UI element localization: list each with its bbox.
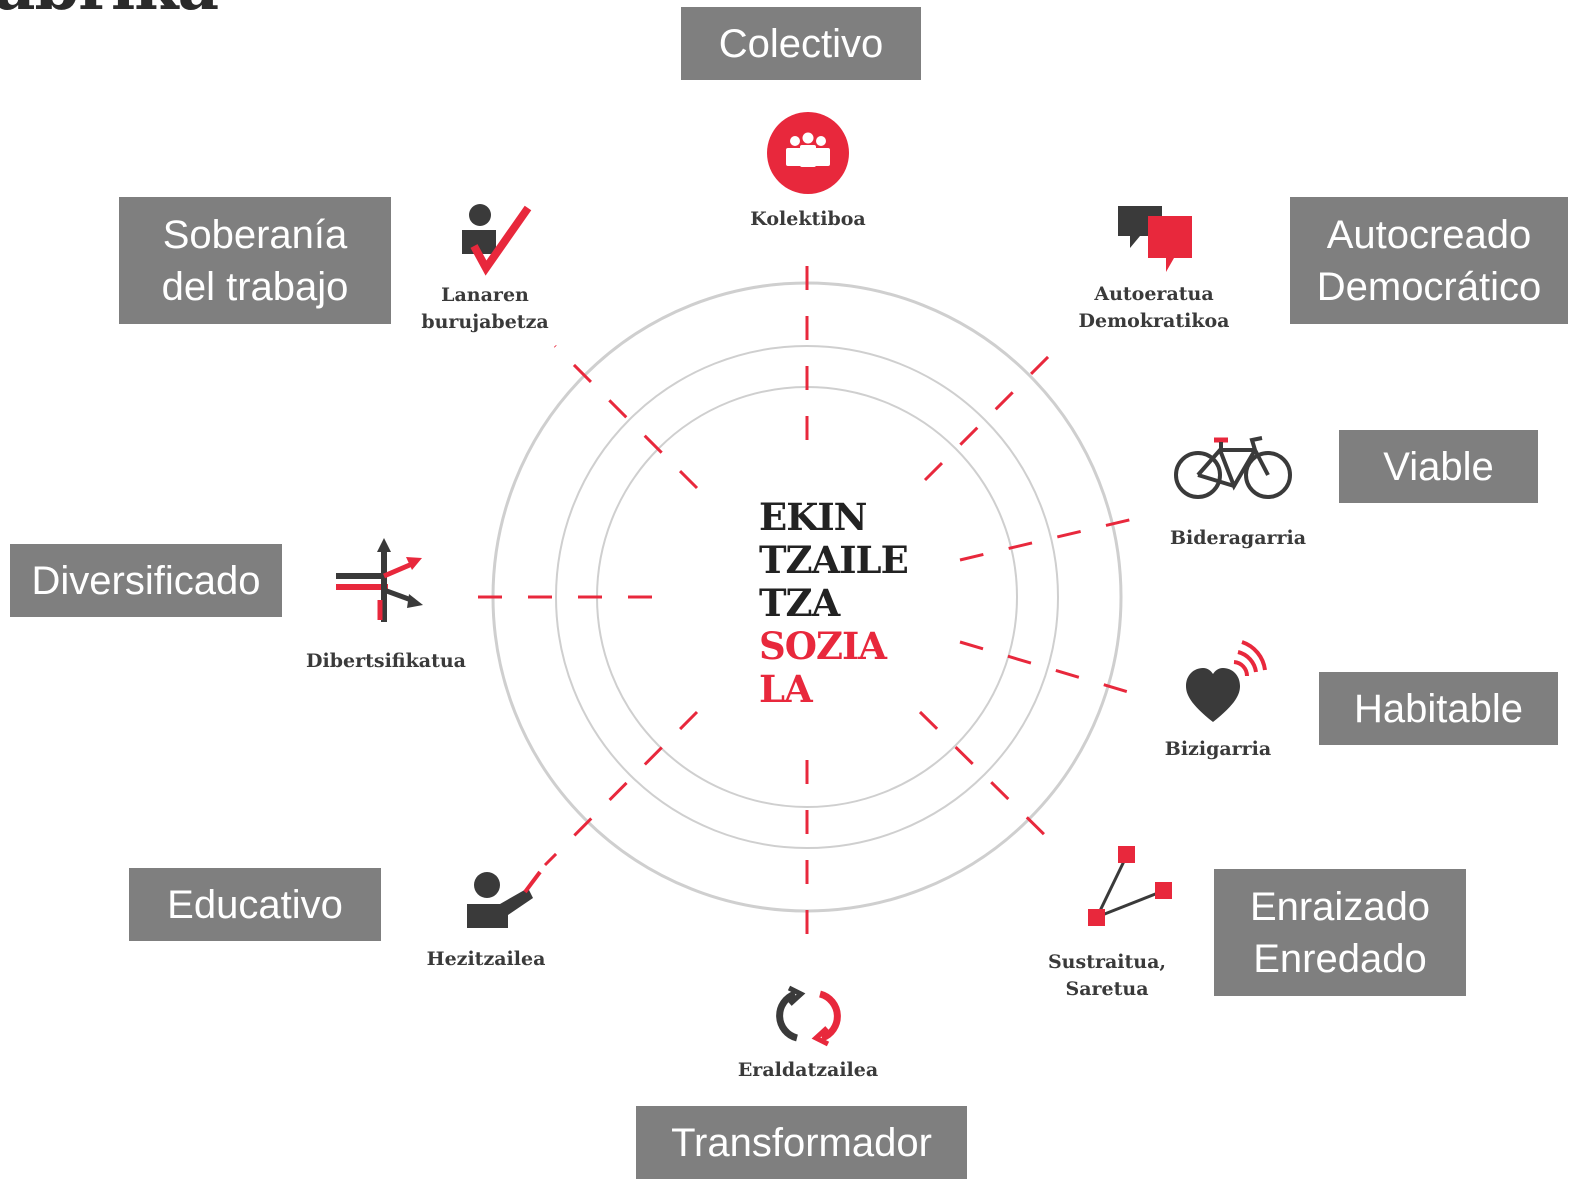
box-educativo: Educativo (129, 868, 381, 941)
box-colectivo: Colectivo (681, 7, 921, 80)
label-autoeratua: Autoeratua Demokratikoa (1078, 283, 1230, 332)
bicycle-icon (1174, 436, 1292, 499)
spoke-bideragarria (959, 513, 1151, 562)
speech-bubbles-icon (1118, 206, 1192, 272)
spoke-autoeratua (923, 343, 1062, 482)
center-title: EKIN TZAILE TZA SOZIA LA (759, 495, 909, 711)
spokes (455, 246, 1151, 952)
center-title-line-accent: SOZIA (759, 624, 887, 668)
diverging-arrows-icon (336, 538, 423, 622)
spoke-bizigarria (959, 640, 1146, 699)
box-viable: Viable (1339, 430, 1538, 503)
center-title-line: EKIN (759, 495, 867, 539)
spoke-lanaren (553, 344, 699, 490)
middle-ring (555, 345, 1059, 849)
label-eraldatzailea: Eraldatzailea (737, 1059, 879, 1081)
person-check-icon (462, 204, 532, 276)
spoke-sustraitua (918, 710, 1062, 852)
center-title-line-accent: LA (759, 667, 813, 711)
label-dibertsifikatua: Dibertsifikatua (306, 650, 466, 672)
box-diversificado: Diversificado (10, 544, 282, 617)
center-title-line: TZAILE (759, 538, 909, 582)
brand-logo-text: abrika (0, 0, 219, 20)
teacher-icon (467, 870, 542, 928)
label-hezitzailea: Hezitzailea (426, 948, 546, 970)
center-title-line: TZA (759, 581, 840, 625)
label-bideragarria: Bideragarria (1169, 527, 1307, 549)
label-lanaren: Lanaren burujabetza (421, 284, 549, 333)
label-bizigarria: Bizigarria (1164, 738, 1272, 760)
box-habitable: Habitable (1319, 672, 1558, 745)
cycle-arrows-icon (776, 985, 841, 1047)
label-kolektiboa: Kolektiboa (750, 208, 866, 230)
group-icon (767, 112, 849, 194)
network-icon (1088, 846, 1172, 926)
label-sustraitua: Sustraitua, Saretua (1047, 951, 1167, 1000)
box-soberania: Soberanía del trabajo (119, 197, 391, 324)
box-autocreado: Autocreado Democrático (1290, 197, 1568, 324)
box-transformador: Transformador (636, 1106, 967, 1179)
heart-icon (1186, 640, 1267, 722)
spoke-hezitzailea (543, 710, 699, 867)
box-enraizado: Enraizado Enredado (1214, 869, 1466, 996)
